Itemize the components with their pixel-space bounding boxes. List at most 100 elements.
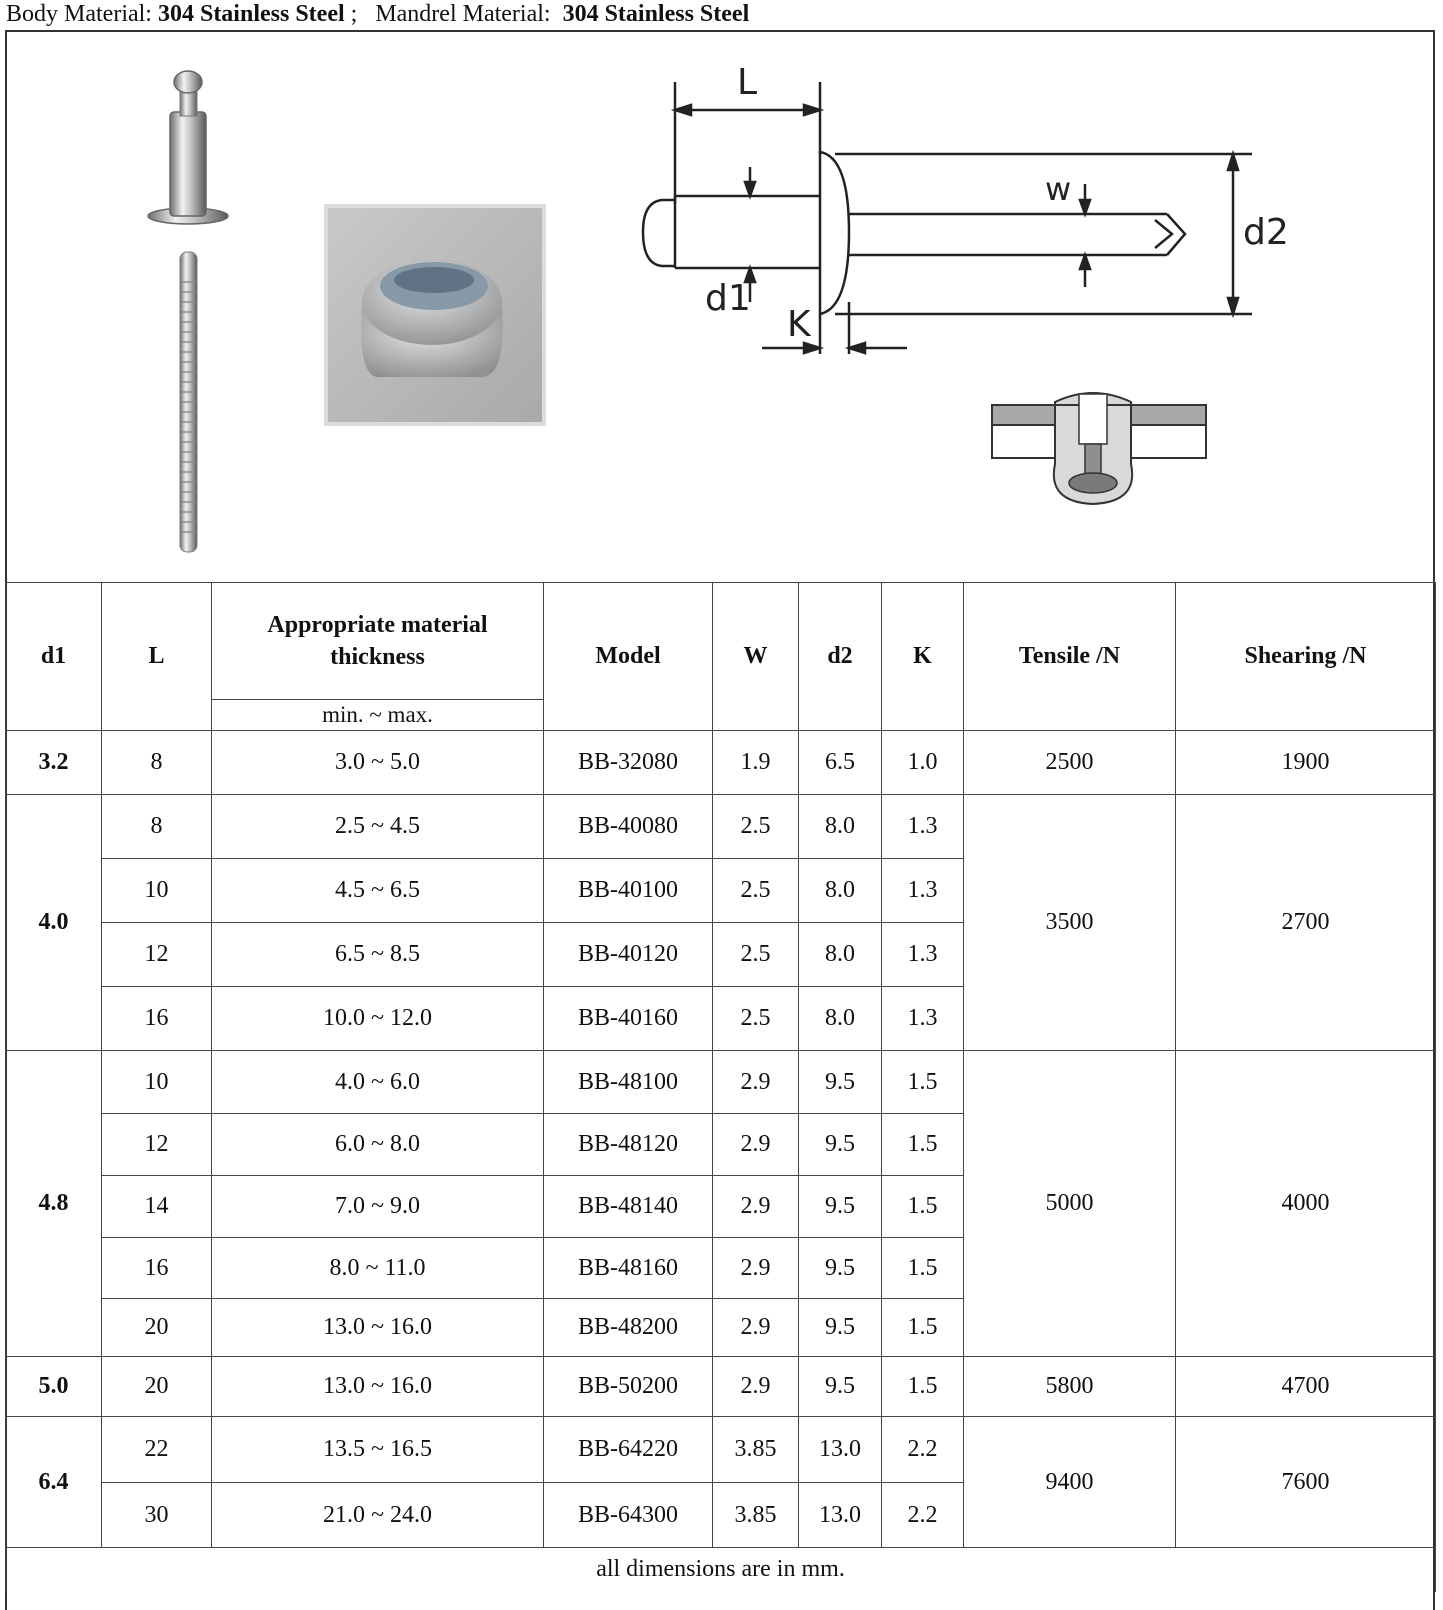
L-cell: 20: [101, 1356, 212, 1417]
W-cell: 3.85: [712, 1482, 799, 1548]
label-w: w: [1045, 170, 1071, 208]
header-row: d1 L Appropriate material thickness Mode…: [5, 582, 1436, 731]
thickness-cell: 13.5 ~ 16.5: [211, 1416, 544, 1483]
mandrel-material-label: Mandrel Material:: [375, 1, 551, 27]
model-cell: BB-40160: [543, 986, 713, 1051]
shearing-cell: 4700: [1175, 1356, 1436, 1417]
W-cell: 2.5: [712, 922, 799, 987]
model-cell: BB-32080: [543, 730, 713, 795]
d2-cell: 8.0: [798, 794, 882, 859]
thickness-cell: 10.0 ~ 12.0: [211, 986, 544, 1051]
label-d1: d1: [705, 278, 751, 319]
K-cell: 1.3: [881, 794, 964, 859]
L-cell: 30: [101, 1482, 212, 1548]
model-cell: BB-40120: [543, 922, 713, 987]
W-cell: 2.5: [712, 794, 799, 859]
L-cell: 22: [101, 1416, 212, 1483]
header-L: L: [101, 582, 212, 731]
d2-cell: 9.5: [798, 1175, 882, 1238]
shearing-cell: 7600: [1175, 1416, 1436, 1548]
table-row: 4.8 10 4.0 ~ 6.0 BB-48100 2.9 9.5 1.5 50…: [5, 1050, 1436, 1357]
thickness-cell: 7.0 ~ 9.0: [211, 1175, 544, 1238]
table-row: 14 7.0 ~ 9.0 BB-48140 2.9 9.5 1.5: [6, 1175, 1436, 1238]
table-row: 12 6.5 ~ 8.5 BB-40120 2.5 8.0 1.3: [6, 922, 1436, 987]
units-note: all dimensions are in mm.: [5, 1547, 1436, 1592]
L-cell: 16: [101, 1237, 212, 1299]
K-cell: 2.2: [881, 1482, 964, 1548]
W-cell: 2.9: [712, 1298, 799, 1357]
W-cell: 2.9: [712, 1050, 799, 1114]
model-cell: BB-48160: [543, 1237, 713, 1299]
table-row: 6.4 22 13.5 ~ 16.5 BB-64220 3.85 13.0 2.…: [5, 1416, 1436, 1548]
product-illustrations: L w d2 d1 K: [147, 62, 1289, 553]
d2-cell: 9.5: [798, 1113, 882, 1176]
thickness-cell: 21.0 ~ 24.0: [211, 1482, 544, 1548]
W-cell: 2.5: [712, 858, 799, 923]
shearing-cell: 1900: [1175, 730, 1436, 795]
dimension-labels: L w d2 d1 K: [705, 62, 1289, 345]
d2-cell: 8.0: [798, 986, 882, 1051]
K-cell: 1.5: [881, 1356, 964, 1417]
W-cell: 2.9: [712, 1356, 799, 1417]
material-header: Body Material: 304 Stainless Steel ; Man…: [6, 0, 749, 30]
label-L: L: [737, 62, 757, 103]
K-cell: 1.0: [881, 730, 964, 795]
thickness-cell: 8.0 ~ 11.0: [211, 1237, 544, 1299]
L-cell: 12: [101, 922, 212, 987]
spec-sheet-frame: L w d2 d1 K: [5, 30, 1435, 1610]
thickness-cell: 2.5 ~ 4.5: [211, 794, 544, 859]
header-K: K: [881, 582, 964, 731]
table-row: 20 13.0 ~ 16.0 BB-48200 2.9 9.5 1.5: [6, 1298, 1436, 1357]
tensile-cell: 5800: [963, 1356, 1176, 1417]
thickness-cell: 4.0 ~ 6.0: [211, 1050, 544, 1114]
model-cell: BB-64220: [543, 1416, 713, 1483]
thickness-cell: 13.0 ~ 16.0: [211, 1356, 544, 1417]
K-cell: 1.5: [881, 1237, 964, 1299]
L-cell: 20: [101, 1298, 212, 1357]
rivet-dimension-drawing: [641, 82, 1252, 355]
W-cell: 1.9: [712, 730, 799, 795]
table-row: 16 10.0 ~ 12.0 BB-40160 2.5 8.0 1.3: [6, 986, 1436, 1051]
K-cell: 1.3: [881, 858, 964, 923]
L-cell: 8: [101, 794, 212, 859]
model-cell: BB-48140: [543, 1175, 713, 1238]
thickness-cell: 6.0 ~ 8.0: [211, 1113, 544, 1176]
thickness-cell: 3.0 ~ 5.0: [211, 730, 544, 795]
thickness-cell: 4.5 ~ 6.5: [211, 858, 544, 923]
d1-cell: 4.8: [5, 1050, 102, 1357]
K-cell: 1.5: [881, 1113, 964, 1176]
L-cell: 10: [101, 858, 212, 923]
K-cell: 1.3: [881, 922, 964, 987]
table-row: 5.0 20 13.0 ~ 16.0 BB-50200 2.9 9.5 1.5 …: [5, 1356, 1436, 1417]
images-area: L w d2 d1 K: [7, 32, 1433, 585]
L-cell: 8: [101, 730, 212, 795]
thickness-cell: 6.5 ~ 8.5: [211, 922, 544, 987]
model-cell: BB-64300: [543, 1482, 713, 1548]
model-cell: BB-48120: [543, 1113, 713, 1176]
d2-cell: 9.5: [798, 1298, 882, 1357]
d2-cell: 13.0: [798, 1416, 882, 1483]
d2-cell: 8.0: [798, 858, 882, 923]
table-row: 30 21.0 ~ 24.0 BB-64300 3.85 13.0 2.2: [6, 1482, 1436, 1548]
header-shearing: Shearing /N: [1175, 582, 1436, 731]
W-cell: 2.5: [712, 986, 799, 1051]
d2-cell: 6.5: [798, 730, 882, 795]
tensile-cell: 9400: [963, 1416, 1176, 1548]
thickness-cell: 13.0 ~ 16.0: [211, 1298, 544, 1357]
K-cell: 1.5: [881, 1050, 964, 1114]
rivet-photo: [147, 70, 229, 553]
tensile-cell: 2500: [963, 730, 1176, 795]
table-row: 12 6.0 ~ 8.0 BB-48120 2.9 9.5 1.5: [6, 1113, 1436, 1176]
header-thickness-range: min. ~ max.: [211, 699, 544, 731]
W-cell: 2.9: [712, 1175, 799, 1238]
K-cell: 2.2: [881, 1416, 964, 1483]
tensile-cell: 5000: [963, 1050, 1176, 1357]
body-material-label: Body Material:: [6, 1, 152, 27]
d1-cell: 5.0: [5, 1356, 102, 1417]
d1-cell: 4.0: [5, 794, 102, 1051]
shearing-cell: 2700: [1175, 794, 1436, 1051]
d2-cell: 13.0: [798, 1482, 882, 1548]
d2-cell: 9.5: [798, 1237, 882, 1299]
W-cell: 2.9: [712, 1113, 799, 1176]
W-cell: 2.9: [712, 1237, 799, 1299]
